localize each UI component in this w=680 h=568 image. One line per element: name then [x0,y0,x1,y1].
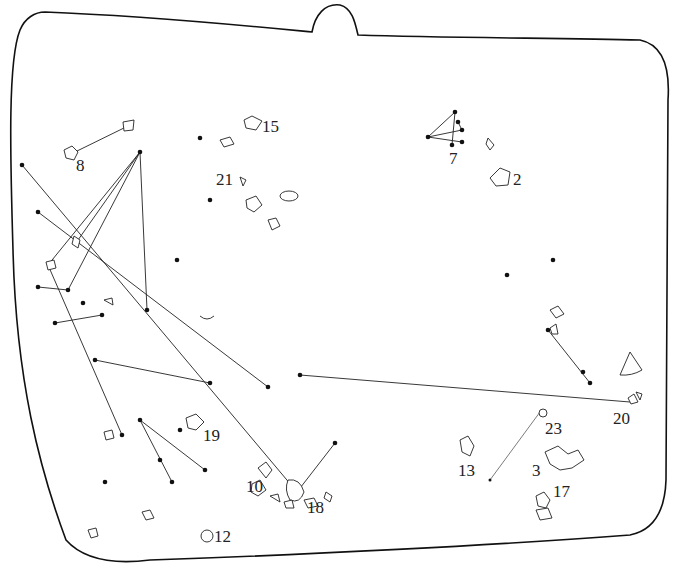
sherds [46,116,642,542]
callout-number: 12 [214,528,231,545]
callout-number: 10 [246,478,263,495]
callout-number: 7 [449,150,458,167]
refit-lines [22,112,630,492]
callout-number: 8 [76,157,85,174]
callout-number: 19 [203,427,220,444]
callout-number: 23 [545,420,562,437]
callout-number: 2 [513,171,522,188]
callout-number: 13 [458,462,475,479]
callout-number: 17 [553,483,570,500]
find-dots [20,110,593,495]
callout-number: 18 [307,499,324,516]
callout-number: 20 [613,410,630,427]
callout-number: 21 [216,171,233,188]
pit-outline [11,5,669,562]
callout-number: 15 [262,118,279,135]
callout-number: 3 [532,462,541,479]
